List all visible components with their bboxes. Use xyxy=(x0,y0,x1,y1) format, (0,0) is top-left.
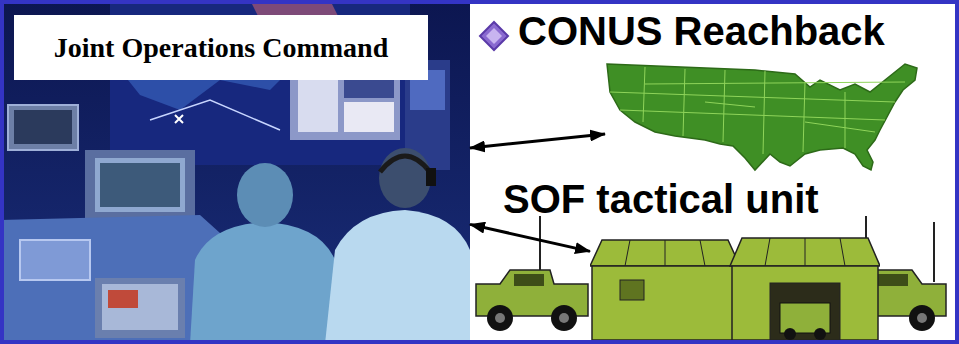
operations-photo-panel: Joint Operations Command xyxy=(4,4,470,340)
map-heading: CONUS Reachback xyxy=(518,8,885,54)
link-arrow xyxy=(470,224,590,251)
link-arrow xyxy=(470,134,605,148)
tactical-unit-group: SOF tactical unit xyxy=(590,228,880,340)
left-vehicle xyxy=(470,212,595,340)
us-map xyxy=(605,62,935,172)
tent-group xyxy=(590,228,880,340)
unit-heading: SOF tactical unit xyxy=(503,176,819,222)
panel-title: Joint Operations Command xyxy=(14,15,428,80)
conus-map: CONUS Reachback xyxy=(605,62,935,172)
bullet-diamond xyxy=(478,20,510,52)
